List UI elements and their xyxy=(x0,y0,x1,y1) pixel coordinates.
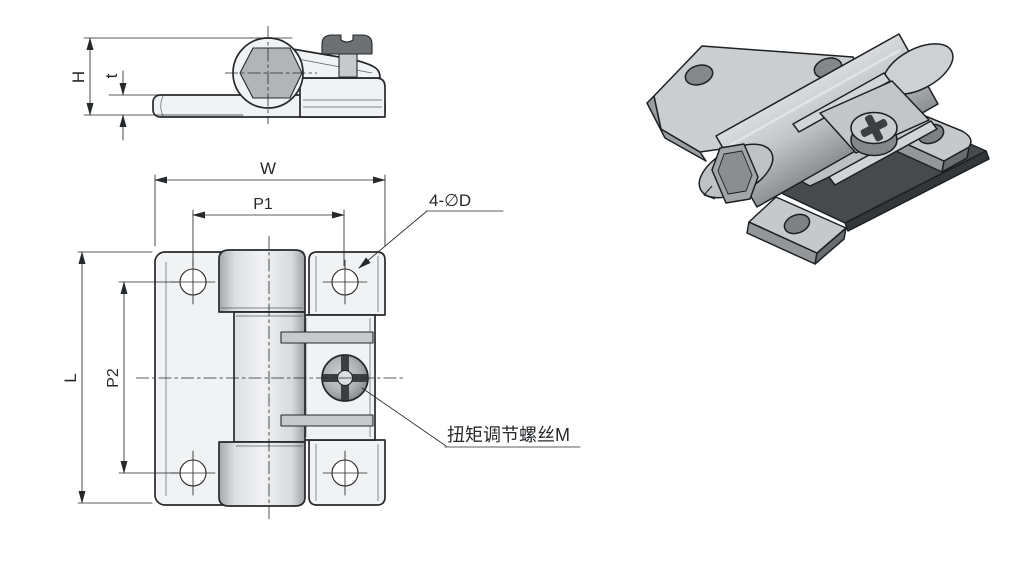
front-lower-rib xyxy=(280,414,374,427)
dim-L: L xyxy=(61,251,153,504)
dim-label-p1: P1 xyxy=(253,196,273,213)
iso-leaf-hole-1 xyxy=(684,64,714,86)
side-right-block-lines xyxy=(303,99,382,108)
side-view: H t xyxy=(69,26,386,141)
iso-torque-mechanism xyxy=(792,72,938,186)
isometric-view xyxy=(646,33,990,265)
dim-l-ext xyxy=(77,251,153,504)
iso-bottom-tab-hole xyxy=(783,213,811,235)
front-right-bottom-lines xyxy=(315,444,379,501)
side-view-part xyxy=(152,26,386,124)
phillips-arm-up xyxy=(341,356,349,371)
side-right-block xyxy=(299,77,386,118)
hole-callout: 4-∅D xyxy=(358,191,504,269)
dim-P1: P1 xyxy=(192,196,345,267)
front-right-top-lines xyxy=(315,256,379,312)
torque-callout-label: 扭矩调节螺丝M xyxy=(447,425,570,445)
iso-phillips-cross xyxy=(860,114,888,142)
dim-W: W xyxy=(154,159,386,247)
dim-p2-ext xyxy=(118,281,179,474)
phillips-arm-down xyxy=(341,385,349,400)
front-view: W P1 L P2 4-∅D 扭矩调节螺丝M xyxy=(61,159,581,521)
phillips-arm-left xyxy=(323,374,338,382)
front-barrel-bottom xyxy=(218,441,306,507)
iso-bottom-tab xyxy=(746,196,847,265)
phillips-cross xyxy=(323,356,367,400)
dim-label-w: W xyxy=(260,159,276,178)
side-plate-end-line xyxy=(160,95,164,117)
iso-base-bottom-edge xyxy=(844,150,990,232)
hole-callout-leader xyxy=(358,210,428,269)
side-screw-shaft xyxy=(338,53,358,78)
iso-barrel-highlight xyxy=(724,48,901,150)
hole-top-right-centerlines xyxy=(322,259,368,305)
dim-H: H xyxy=(69,37,293,116)
phillips-arm-right xyxy=(352,374,367,382)
front-view-part xyxy=(136,236,404,521)
dim-P2: P2 xyxy=(105,281,179,474)
front-barrel-joint-lines xyxy=(221,307,303,447)
iso-rib-upper xyxy=(792,72,891,133)
side-screw-head xyxy=(321,34,373,55)
front-barrel-top xyxy=(218,249,306,313)
iso-cap-notch xyxy=(703,185,716,200)
mounting-holes xyxy=(170,259,368,496)
dim-label-p2: P2 xyxy=(105,368,122,388)
torque-callout-leader xyxy=(361,387,447,447)
dim-label-h: H xyxy=(69,71,88,83)
dim-label-l: L xyxy=(61,373,80,382)
dim-label-t: t xyxy=(102,73,121,78)
torque-screw-callout: 扭矩调节螺丝M xyxy=(361,387,581,448)
dim-w-ext xyxy=(154,174,386,247)
front-upper-rib xyxy=(280,331,374,344)
hole-bottom-right-centerlines xyxy=(322,450,368,496)
dim-t: t xyxy=(102,70,161,141)
hole-callout-label: 4-∅D xyxy=(429,191,471,210)
iso-phillips-arm-horizontal xyxy=(860,118,888,138)
iso-hex-depth xyxy=(717,150,753,195)
dim-p1-ext xyxy=(192,209,345,267)
